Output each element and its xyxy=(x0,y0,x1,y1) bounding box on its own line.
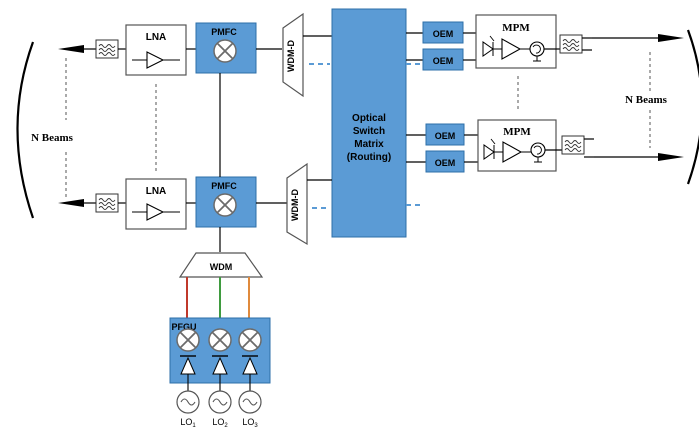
wdm-label: WDM xyxy=(210,262,233,272)
n-beams-label-right: N Beams xyxy=(625,94,668,106)
sine-oscillator-icon-lo2 xyxy=(208,390,232,414)
wdm-block: WDM xyxy=(178,252,264,278)
left-reflector-arc xyxy=(16,41,35,219)
lna-label-top: LNA xyxy=(146,32,167,43)
lo3-label: LO3 xyxy=(242,417,258,429)
wdm-d-label-bottom: WDM-D xyxy=(290,189,300,221)
oem-block-3: OEM xyxy=(425,123,465,146)
bandpass-filter-icon-top xyxy=(95,39,119,59)
mpm-block-top: MPM xyxy=(475,14,557,69)
oem-label-4: OEM xyxy=(435,158,456,168)
lna-block-top: LNA xyxy=(125,24,187,76)
oem-block-4: OEM xyxy=(425,150,465,173)
antenna-horn-icon-top-right xyxy=(658,34,684,42)
mixer-cross-circle-icon-lo3 xyxy=(238,328,262,352)
photodiode-icon xyxy=(483,138,496,160)
oem-block-1: OEM xyxy=(422,21,464,44)
wdm-d-block-bottom: WDM-D xyxy=(286,162,308,246)
pmfc-block-top: PMFC xyxy=(195,22,257,74)
amplifier-triangle-icon xyxy=(132,51,180,69)
antenna-horn-icon-bottom-right xyxy=(658,153,684,161)
osm-label-line-3: Matrix xyxy=(354,139,384,150)
oem-block-2: OEM xyxy=(422,48,464,71)
mixer-cross-circle-icon-bottom xyxy=(213,193,237,217)
wdm-d-block-top: WDM-D xyxy=(282,12,304,98)
lna-label-bottom: LNA xyxy=(146,186,167,197)
bandpass-filter-icon-top-right xyxy=(559,34,583,54)
mpm-block-bottom: MPM xyxy=(477,119,557,172)
amplifier-triangle-icon xyxy=(501,38,522,60)
oem-label-2: OEM xyxy=(433,56,454,66)
osm-label-line-2: Switch xyxy=(353,126,385,137)
sine-oscillator-icon-lo1 xyxy=(176,390,200,414)
oem-label-1: OEM xyxy=(433,29,454,39)
sine-oscillator-icon-lo3 xyxy=(238,390,262,414)
osm-label-line-1: Optical xyxy=(352,113,386,124)
n-beams-label-left: N Beams xyxy=(31,132,74,144)
lo1-label: LO1 xyxy=(180,417,196,429)
right-reflector-arc xyxy=(686,29,699,185)
wdm-d-label-top: WDM-D xyxy=(286,40,296,72)
oem-label-3: OEM xyxy=(435,131,456,141)
pfgu-label: PFGU xyxy=(171,322,196,332)
mpm-label-top: MPM xyxy=(502,22,530,34)
lo2-label: LO2 xyxy=(212,417,228,429)
bandpass-filter-icon-bottom-right xyxy=(561,135,585,155)
amplifier-triangle-icon xyxy=(132,203,180,221)
mpm-label-bottom: MPM xyxy=(503,126,531,138)
antenna-horn-icon-top-left xyxy=(58,45,84,53)
pmfc-block-bottom: PMFC xyxy=(195,176,257,228)
amplifier-triangle-icon xyxy=(502,141,523,163)
bandpass-filter-icon-bottom xyxy=(95,193,119,213)
mixer-cross-circle-icon-top xyxy=(213,39,237,63)
mixer-cross-circle-icon-lo2 xyxy=(208,328,232,352)
pmfc-label-top: PMFC xyxy=(211,27,237,37)
pfgu-block: PFGU xyxy=(169,317,271,384)
mixer-cross-circle-icon-lo1 xyxy=(176,328,200,352)
osm-label-line-4: (Routing) xyxy=(347,152,391,163)
antenna-horn-icon-bottom-left xyxy=(58,199,84,207)
optical-switch-matrix: Optical Switch Matrix (Routing) xyxy=(331,8,407,238)
pmfc-label-bottom: PMFC xyxy=(211,181,237,191)
lna-block-bottom: LNA xyxy=(125,178,187,230)
